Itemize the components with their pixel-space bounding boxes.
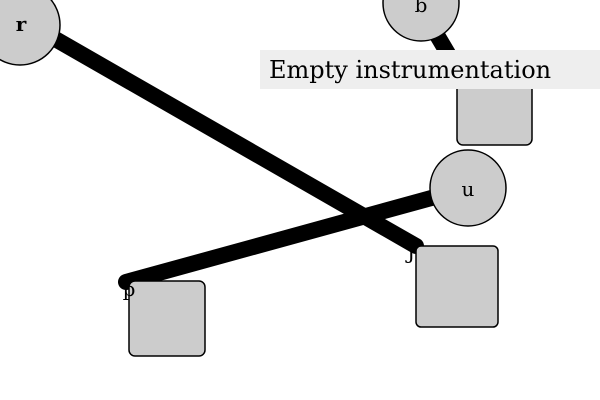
anchor-p-label: p <box>123 277 136 301</box>
box-node-p <box>128 280 206 357</box>
node-r-label: r <box>16 12 27 36</box>
caption: Empty instrumentation <box>260 50 600 89</box>
node-u: u <box>429 149 507 227</box>
node-r-circle <box>0 0 61 66</box>
caption-text: Empty instrumentation <box>269 56 551 84</box>
node-r: r <box>0 0 61 66</box>
caption-background <box>260 50 600 89</box>
node-b-circle <box>382 0 460 42</box>
node-b: b <box>382 0 460 42</box>
node-u-circle <box>429 149 507 227</box>
anchor-j-label: J <box>405 240 415 264</box>
box-node-j <box>415 245 499 328</box>
node-b-label: b <box>415 0 428 17</box>
node-u-label: u <box>462 177 475 201</box>
edge-u-p <box>118 189 443 290</box>
